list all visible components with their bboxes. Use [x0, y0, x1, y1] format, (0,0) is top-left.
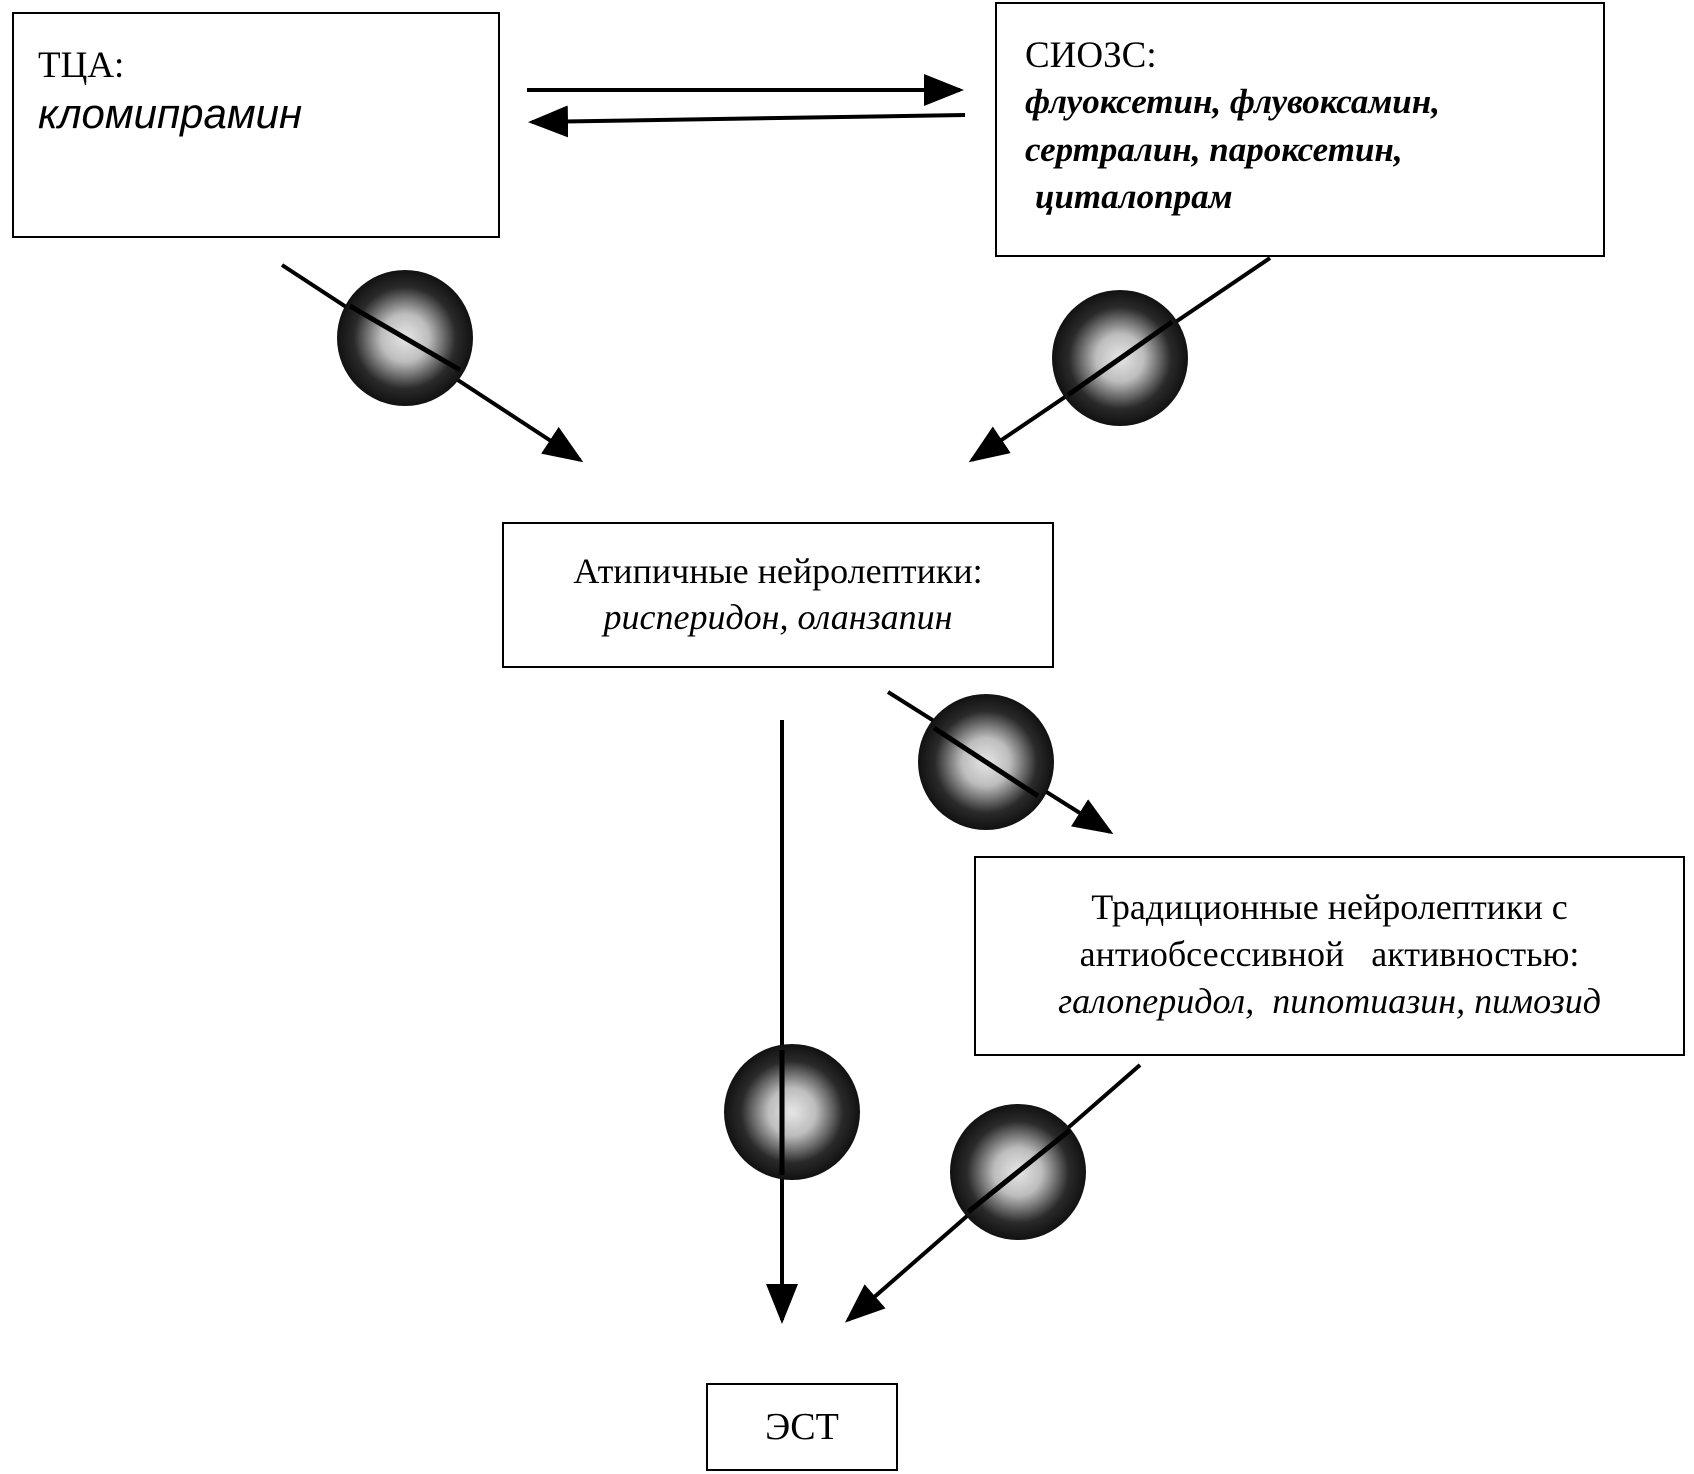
node-traditional-title-line2: антиобсессивной активностью:	[1079, 933, 1580, 974]
arrow-ssri-to-tca	[528, 105, 966, 138]
node-tca: ТЦА: кломипрамин	[12, 12, 500, 238]
node-ect: ЭСТ	[706, 1383, 898, 1471]
blocked-transition-icon	[950, 1104, 1086, 1240]
node-atypical-title: Атипичные нейролептики:	[573, 551, 983, 591]
node-ssri: СИОЗС: флуоксетин, флувоксамин, сертрали…	[995, 2, 1605, 257]
blocked-transition-icon	[1052, 290, 1188, 426]
node-tca-drugs: кломипрамин	[38, 90, 303, 138]
blocked-transition-icon	[918, 694, 1054, 830]
node-ssri-drugs-line1: флуоксетин, флувоксамин,	[1025, 82, 1440, 122]
blocked-transition-icon	[337, 270, 473, 406]
blocked-transition-icon	[724, 1044, 860, 1180]
node-traditional: Традиционные нейролептики с антиобсессив…	[974, 856, 1685, 1056]
node-tca-title: ТЦА:	[38, 45, 125, 86]
node-traditional-title-line1: Традиционные нейролептики с	[1091, 887, 1568, 927]
node-traditional-drugs: галоперидол, пипотиазин, пимозид	[1058, 980, 1601, 1021]
node-ssri-title: СИОЗС:	[1025, 35, 1157, 76]
node-atypical: Атипичные нейролептики: рисперидон, олан…	[502, 522, 1054, 668]
node-ssri-drugs-line2: сертралин, пароксетин,	[1025, 129, 1403, 169]
node-ssri-drugs-line3: циталопрам	[1035, 176, 1233, 216]
node-ect-title: ЭСТ	[765, 1406, 839, 1448]
node-atypical-drugs: рисперидон, оланзапин	[603, 597, 953, 638]
